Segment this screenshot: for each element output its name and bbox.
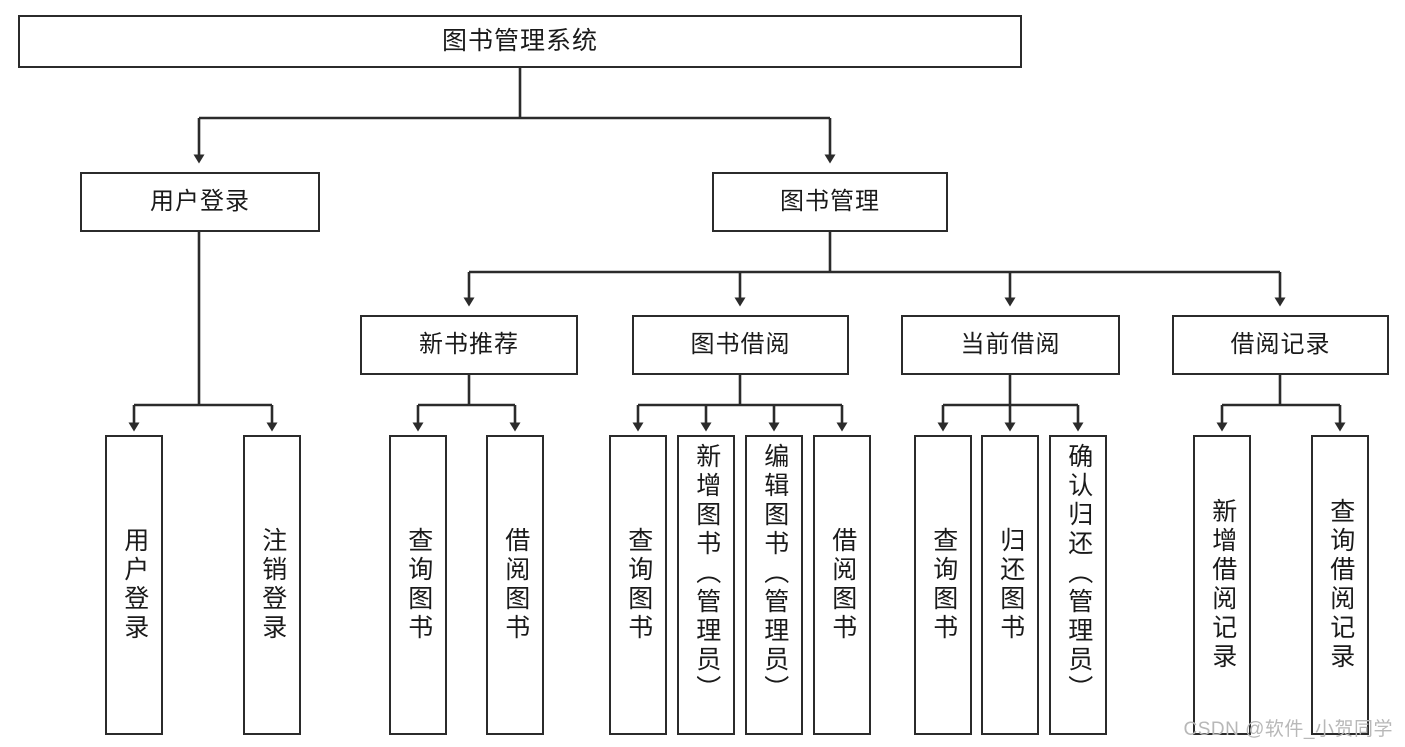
leaf-label: 借阅图书: [501, 527, 530, 643]
node-book-borrow[interactable]: 图书借阅: [632, 315, 849, 375]
node-book-borrow-label: 图书借阅: [690, 331, 791, 359]
leaf-current-query-book[interactable]: 查询图书: [914, 435, 972, 735]
leaf-borrow-add-book-admin[interactable]: 新增图书（管理员）: [677, 435, 735, 735]
node-current-borrow-label: 当前借阅: [960, 331, 1061, 359]
leaf-label: 用户登录: [120, 527, 149, 643]
node-book-management-label: 图书管理: [780, 188, 880, 216]
node-borrow-record-label: 借阅记录: [1230, 331, 1331, 359]
leaf-label: 新增图书（管理员）: [692, 443, 721, 704]
leaf-label: 确认归还（管理员）: [1064, 443, 1093, 704]
leaf-record-add-record[interactable]: 新增借阅记录: [1193, 435, 1251, 735]
leaf-record-query-record[interactable]: 查询借阅记录: [1311, 435, 1369, 735]
leaf-new-book-query[interactable]: 查询图书: [389, 435, 447, 735]
watermark: CSDN @软件_小贺同学: [1183, 719, 1393, 740]
node-root-label: 图书管理系统: [441, 27, 598, 56]
node-new-book-recommend[interactable]: 新书推荐: [360, 315, 578, 375]
node-book-management[interactable]: 图书管理: [712, 172, 948, 232]
leaf-user-login-login[interactable]: 用户登录: [105, 435, 163, 735]
leaf-borrow-edit-book-admin[interactable]: 编辑图书（管理员）: [745, 435, 803, 735]
node-root[interactable]: 图书管理系统: [18, 15, 1022, 68]
leaf-current-confirm-return-admin[interactable]: 确认归还（管理员）: [1049, 435, 1107, 735]
node-user-login[interactable]: 用户登录: [80, 172, 320, 232]
leaf-borrow-query-book[interactable]: 查询图书: [609, 435, 667, 735]
node-new-book-recommend-label: 新书推荐: [419, 331, 519, 359]
node-current-borrow[interactable]: 当前借阅: [901, 315, 1120, 375]
leaf-label: 借阅图书: [828, 527, 857, 643]
node-user-login-label: 用户登录: [150, 188, 250, 216]
leaf-label: 归还图书: [996, 527, 1025, 643]
leaf-borrow-borrow-book[interactable]: 借阅图书: [813, 435, 871, 735]
node-borrow-record[interactable]: 借阅记录: [1172, 315, 1389, 375]
leaf-current-return-book[interactable]: 归还图书: [981, 435, 1039, 735]
leaf-label: 查询图书: [624, 527, 653, 643]
leaf-label: 查询图书: [404, 527, 433, 643]
leaf-label: 新增借阅记录: [1208, 498, 1237, 672]
leaf-new-book-borrow[interactable]: 借阅图书: [486, 435, 544, 735]
leaf-label: 查询图书: [929, 527, 958, 643]
leaf-label: 编辑图书（管理员）: [760, 443, 789, 704]
leaf-label: 注销登录: [258, 527, 287, 643]
leaf-user-login-logout[interactable]: 注销登录: [243, 435, 301, 735]
leaf-label: 查询借阅记录: [1326, 498, 1355, 672]
